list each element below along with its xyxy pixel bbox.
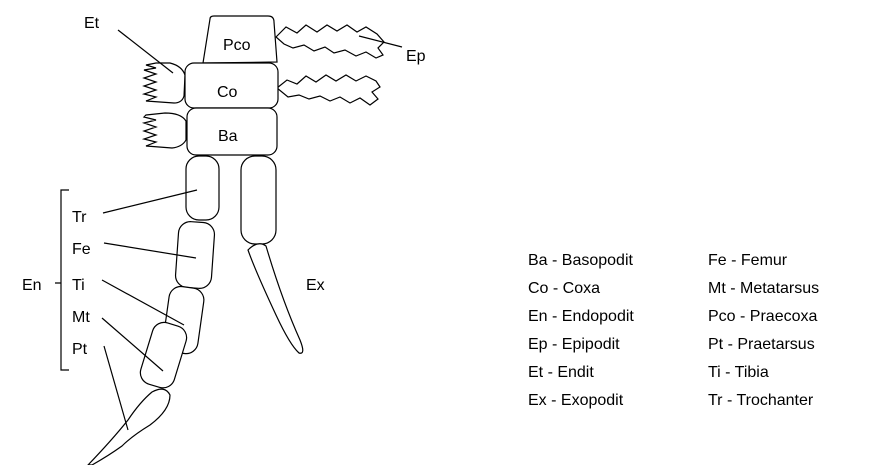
legend-entry: Pco - Praecoxa: [708, 308, 818, 325]
legend-entry: Et - Endit: [528, 364, 594, 381]
legend-entry: Fe - Femur: [708, 252, 788, 269]
trochanter-label: Tr: [72, 209, 87, 226]
tibia-leader-line: [101, 279, 185, 326]
legend-entry: Ti - Tibia: [708, 364, 769, 381]
abbreviation-legend: Ba - Basopodit Fe - Femur Co - Coxa Mt -…: [528, 250, 888, 412]
legend-entry: En - Endopodit: [528, 308, 634, 325]
endit-lower-shape: [141, 112, 187, 149]
exopodit-label: Ex: [306, 277, 325, 294]
legend-entry: Pt - Praetarsus: [708, 336, 815, 353]
praetarsus-leader-line: [103, 345, 129, 431]
legend-entry: Ep - Epipodit: [528, 336, 620, 353]
legend-entry: Mt - Metatarsus: [708, 280, 820, 297]
praetarsus-label: Pt: [72, 341, 88, 358]
coxa-label: Co: [217, 84, 238, 101]
basopodit-segment: [186, 107, 278, 156]
legend-entry: Co - Coxa: [528, 280, 601, 297]
endit-upper-shape: [141, 62, 186, 104]
praecoxa-segment: [202, 15, 278, 64]
basopodit-label: Ba: [218, 128, 238, 145]
femur-label: Fe: [72, 241, 91, 258]
praecoxa-label: Pco: [223, 37, 251, 54]
metatarsus-label: Mt: [72, 309, 90, 326]
legend-entry: Tr - Trochanter: [708, 392, 814, 409]
epipodit-label: Ep: [406, 48, 426, 65]
exopodit-base-segment: [240, 155, 277, 245]
epipodit-lower-shape: [276, 74, 381, 106]
endopodit-bracket: [55, 189, 69, 371]
exopodit-ramus: [247, 243, 304, 354]
epipodit-leader-line: [358, 35, 403, 48]
endit-leader-line: [117, 29, 174, 74]
tibia-label: Ti: [72, 277, 85, 294]
femur-leader-line: [103, 242, 197, 259]
endit-label: Et: [84, 15, 100, 32]
metatarsus-leader-line: [101, 317, 164, 372]
legend-entry: Ex - Exopodit: [528, 392, 624, 409]
epipodit-upper-shape: [275, 24, 385, 59]
trochanter-leader-line: [102, 189, 198, 214]
trochanter-segment: [185, 155, 220, 221]
metatarsus-segment: [139, 321, 188, 389]
endopodit-label: En: [22, 277, 42, 294]
praetarsus-segment: [86, 388, 171, 466]
legend-entry: Ba - Basopodit: [528, 252, 633, 269]
